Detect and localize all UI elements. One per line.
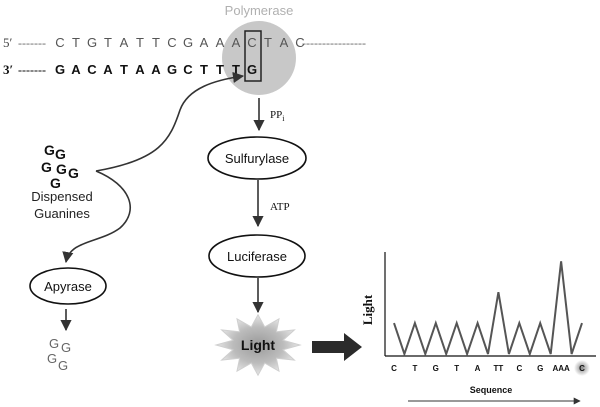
degraded-g: G bbox=[47, 351, 57, 366]
strand-base: C bbox=[247, 35, 256, 50]
polymerase-circle bbox=[222, 21, 296, 95]
dispensed-g: G bbox=[68, 165, 79, 181]
bottom-strand-prime: 3′ bbox=[3, 62, 13, 77]
x-axis-label: Sequence bbox=[470, 385, 513, 395]
dispensed-label-line1: Dispensed bbox=[31, 189, 92, 204]
y-axis-label: Light bbox=[360, 294, 375, 325]
block-arrow bbox=[312, 333, 362, 361]
strand-base: A bbox=[71, 62, 81, 77]
polymerase-label: Polymerase bbox=[225, 3, 294, 18]
sequence-tick-label: G bbox=[537, 364, 543, 373]
strand-base: T bbox=[200, 62, 208, 77]
strand-base: G bbox=[55, 62, 65, 77]
degradation-arrow bbox=[62, 170, 131, 264]
light-label: Light bbox=[241, 337, 276, 353]
degraded-g: G bbox=[49, 336, 59, 351]
degraded-g: G bbox=[58, 358, 68, 373]
strand-base: T bbox=[264, 35, 272, 50]
strand-base: A bbox=[103, 62, 113, 77]
light-starburst bbox=[214, 313, 302, 377]
strand-base: C bbox=[55, 35, 64, 50]
top-strand-lead: ------- bbox=[18, 36, 46, 50]
sequence-tick-label: AAA bbox=[552, 364, 570, 373]
degraded-guanines: G G G G bbox=[47, 336, 71, 373]
bottom-strand-lead: ------- bbox=[18, 63, 46, 77]
apyrase-label: Apyrase bbox=[44, 279, 92, 294]
strand-base: A bbox=[135, 62, 145, 77]
strand-base: T bbox=[152, 35, 160, 50]
strand-base: T bbox=[120, 62, 128, 77]
top-strand-trail: ---------------- bbox=[302, 36, 366, 50]
incorporation-arrow bbox=[95, 71, 245, 172]
dispensed-g: G bbox=[55, 146, 66, 162]
strand-base: G bbox=[87, 35, 97, 50]
sulfurylase-label: Sulfurylase bbox=[225, 151, 289, 166]
sequence-tick-label: T bbox=[454, 364, 459, 373]
strand-base: C bbox=[87, 62, 97, 77]
sequence-tick-label: T bbox=[412, 364, 417, 373]
base-pair-highlight-box bbox=[244, 30, 262, 82]
top-strand-prime: 5′ bbox=[3, 35, 13, 50]
strand-base: G bbox=[183, 35, 193, 50]
apyrase-ellipse bbox=[29, 267, 107, 305]
strand-base: T bbox=[104, 35, 112, 50]
strand-base: G bbox=[247, 62, 257, 77]
strand-base: C bbox=[183, 62, 193, 77]
dispensed-g: G bbox=[41, 159, 52, 175]
strand-base: T bbox=[72, 35, 80, 50]
sequence-tick-label: C bbox=[579, 364, 585, 373]
luciferase-label: Luciferase bbox=[227, 249, 287, 264]
sequence-tick-label: C bbox=[391, 364, 397, 373]
dispensed-g: G bbox=[50, 175, 61, 191]
strand-base: C bbox=[167, 35, 176, 50]
strand-base: A bbox=[232, 35, 241, 50]
current-base-glow bbox=[574, 360, 590, 376]
strand-base: A bbox=[216, 35, 225, 50]
sequence-tick-label: A bbox=[475, 364, 481, 373]
dispensed-g: G bbox=[44, 142, 55, 158]
pyrogram-chart: Light C T G T A TT C G AAA C Sequence bbox=[360, 252, 596, 405]
dispensed-label-line2: Guanines bbox=[34, 206, 90, 221]
sequence-tick-label: C bbox=[516, 364, 522, 373]
strand-base: A bbox=[120, 35, 129, 50]
strand-base: G bbox=[167, 62, 177, 77]
strand-base: C bbox=[295, 35, 304, 50]
strand-base: A bbox=[200, 35, 209, 50]
strand-base: T bbox=[232, 62, 240, 77]
sulfurylase-ellipse bbox=[207, 136, 307, 180]
sequence-tick-labels: C T G T A TT C G AAA C bbox=[391, 364, 585, 373]
dispensed-g: G bbox=[56, 161, 67, 177]
strand-base: A bbox=[151, 62, 161, 77]
strand-base: T bbox=[216, 62, 224, 77]
sequence-tick-label: G bbox=[433, 364, 439, 373]
sequence-tick-label: TT bbox=[494, 364, 504, 373]
luciferase-ellipse bbox=[208, 234, 306, 278]
degraded-g: G bbox=[61, 340, 71, 355]
strand-base: T bbox=[136, 35, 144, 50]
atp-label: ATP bbox=[270, 201, 290, 213]
strand-base: A bbox=[280, 35, 289, 50]
signal-line bbox=[393, 261, 583, 358]
dispensed-guanines: G G G G G G bbox=[41, 142, 79, 191]
ppi-label: PPi bbox=[270, 109, 285, 123]
